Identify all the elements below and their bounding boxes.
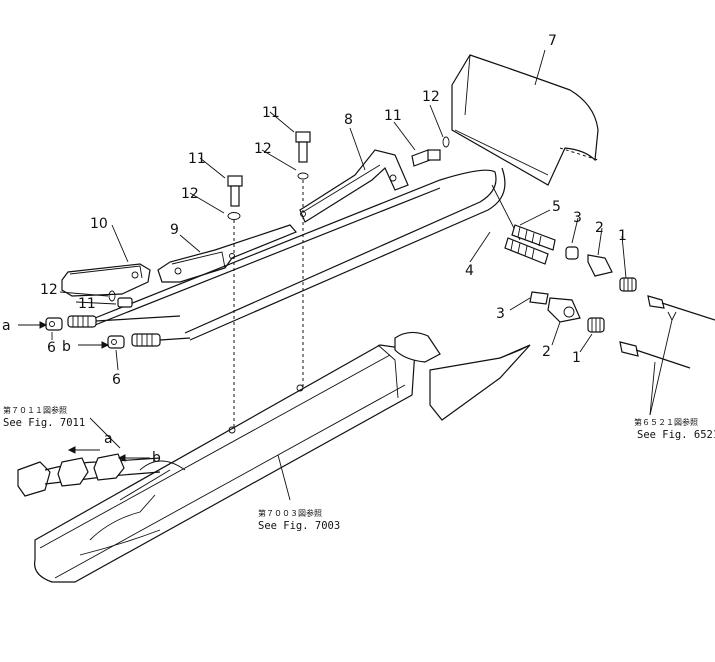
callout-11-b: 11	[262, 105, 280, 121]
assembly-guide-lines	[233, 180, 304, 430]
label-b-2: b	[152, 450, 161, 466]
callout-10: 10	[90, 216, 108, 232]
callout-11-d: 11	[78, 296, 96, 312]
ref-7003-jp: 第７００３図参照	[258, 508, 322, 518]
figure-references: 第７０１１図参照 See Fig. 7011 第７００３図参照 See Fig.…	[3, 405, 715, 532]
callout-numbers: 7 8 9 10 11 11 11 11 12 12 12 12 4 5 3 3…	[2, 33, 627, 466]
boom	[34, 331, 531, 583]
ref-7003-en: See Fig. 7003	[258, 520, 340, 532]
callout-11-a: 11	[188, 151, 206, 167]
hose-detail-7011	[17, 453, 186, 497]
label-b-1: b	[62, 339, 71, 355]
callout-12-b: 12	[254, 141, 272, 157]
callout-2-a: 2	[595, 220, 604, 236]
ref-7011-en: See Fig. 7011	[3, 417, 85, 429]
callout-5: 5	[552, 199, 561, 215]
callout-12-a: 12	[181, 186, 199, 202]
flow-arrows	[18, 321, 150, 462]
leader-lines	[51, 49, 677, 501]
ref-6521-jp: 第６５２１図参照	[634, 417, 698, 427]
ref-7011-jp: 第７０１１図参照	[3, 405, 67, 415]
callout-12-d: 12	[40, 282, 58, 298]
callout-1-b: 1	[572, 350, 581, 366]
label-a-2: a	[104, 431, 113, 447]
part-7-cover	[451, 54, 599, 186]
callout-4: 4	[465, 263, 474, 279]
callout-8: 8	[344, 112, 353, 128]
callout-3-a: 3	[573, 210, 582, 226]
right-fittings	[504, 224, 715, 369]
label-a-1: a	[2, 318, 11, 334]
tube-end-fittings	[67, 315, 191, 347]
part-8-bracket	[299, 149, 409, 223]
part-10-bracket	[61, 263, 151, 297]
callout-2-b: 2	[542, 344, 551, 360]
part-9-bracket	[157, 224, 297, 283]
callout-9: 9	[170, 222, 179, 238]
callout-11-c: 11	[384, 108, 402, 124]
callout-7: 7	[548, 33, 557, 49]
part-6-plugs	[45, 317, 125, 349]
callout-6-b: 6	[112, 372, 121, 388]
callout-1-a: 1	[618, 228, 627, 244]
callout-6-a: 6	[47, 340, 56, 356]
part-4-tube	[94, 167, 521, 341]
bolts-and-washers	[108, 131, 450, 308]
callout-12-c: 12	[422, 89, 440, 105]
callout-3-b: 3	[496, 306, 505, 322]
ref-6521-en: See Fig. 6521	[637, 429, 715, 441]
